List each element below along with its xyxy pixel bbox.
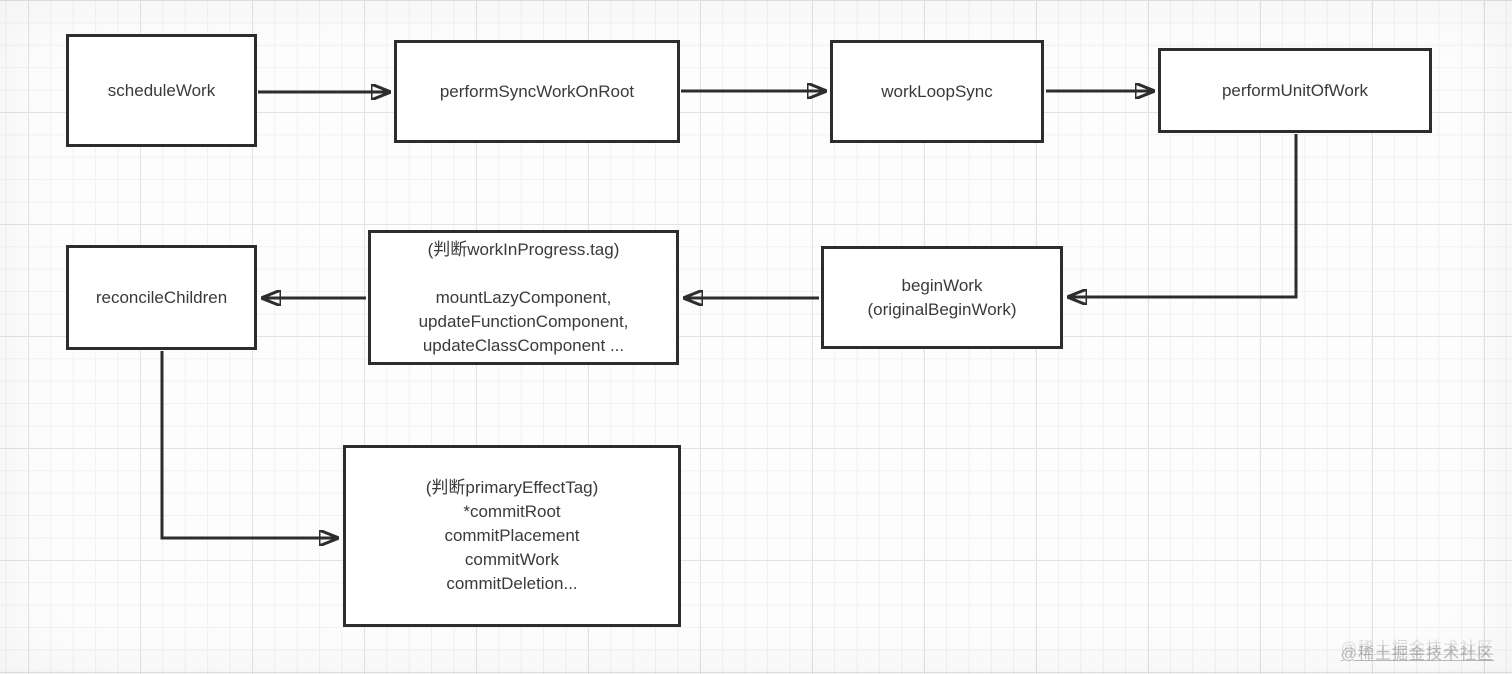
node-schedule-work: scheduleWork	[66, 34, 257, 147]
node-perform-sync-work-on-root: performSyncWorkOnRoot	[394, 40, 680, 143]
arrow-performunitofwork-to-beginwork	[1068, 134, 1298, 297]
node-begin-work: beginWork (originalBeginWork)	[821, 246, 1063, 349]
node-begin-work-switch: (判断workInProgress.tag) mountLazyComponen…	[368, 230, 679, 365]
node-commit-switch: (判断primaryEffectTag) *commitRoot commitP…	[343, 445, 681, 627]
node-reconcile-children: reconcileChildren	[66, 245, 257, 350]
node-perform-unit-of-work: performUnitOfWork	[1158, 48, 1432, 133]
node-begin-work-label: beginWork (originalBeginWork)	[867, 275, 1017, 319]
arrow-reconcilechildren-to-commitswitch	[160, 351, 338, 538]
node-reconcile-children-label: reconcileChildren	[95, 287, 228, 307]
node-begin-work-switch-label: (判断workInProgress.tag) mountLazyComponen…	[418, 239, 629, 355]
node-work-loop-sync-label: workLoopSync	[881, 81, 993, 101]
node-commit-switch-label: (判断primaryEffectTag) *commitRoot commitP…	[425, 478, 599, 593]
juejin-watermark: @稀土掘金技术社区	[1340, 646, 1494, 663]
node-work-loop-sync: workLoopSync	[830, 40, 1044, 143]
node-perform-sync-work-on-root-label: performSyncWorkOnRoot	[439, 81, 635, 101]
node-schedule-work-label: scheduleWork	[107, 80, 216, 100]
node-perform-unit-of-work-label: performUnitOfWork	[1221, 80, 1369, 100]
